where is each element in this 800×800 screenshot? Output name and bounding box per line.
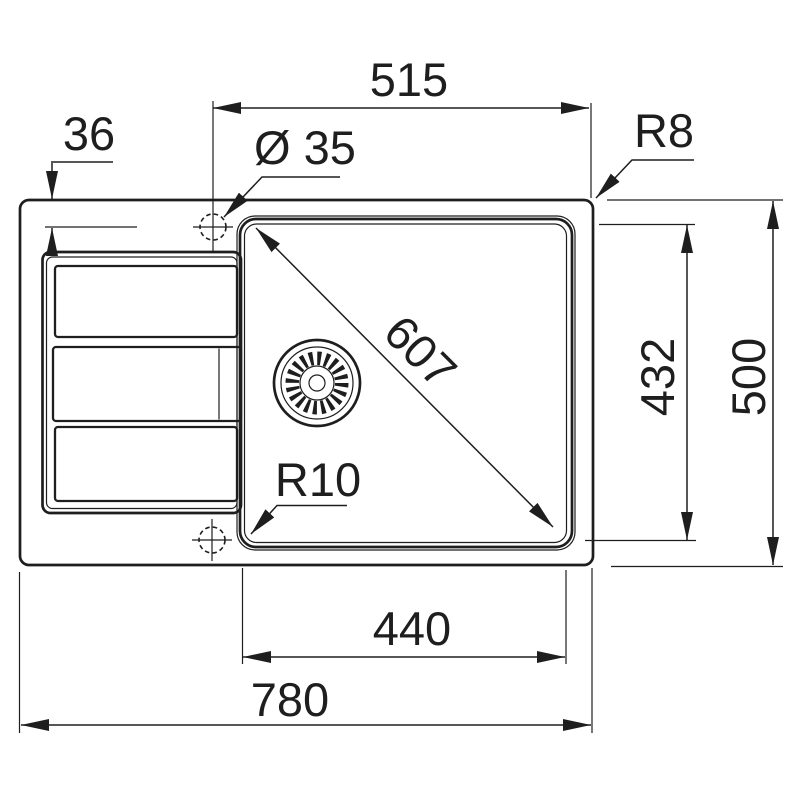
dim-r8-label: R8 xyxy=(634,104,694,157)
dim-440-label: 440 xyxy=(373,602,451,655)
dim-500-label: 500 xyxy=(722,338,775,416)
dim-36-label: 36 xyxy=(63,107,115,160)
dimension-515: 515 xyxy=(213,53,592,198)
dim-515-label: 515 xyxy=(370,53,448,106)
dimension-500: 500 xyxy=(607,199,783,568)
drain-strainer xyxy=(272,338,362,428)
dimension-36: 36 xyxy=(45,107,137,256)
dimension-r10: R10 xyxy=(250,453,361,535)
dimension-440: 440 xyxy=(241,568,567,664)
dimension-780: 780 xyxy=(18,568,593,733)
tap-hole-bottom xyxy=(192,519,232,561)
tap-hole-top xyxy=(193,101,233,252)
main-bowl xyxy=(236,215,576,551)
dim-607-label: 607 xyxy=(374,305,467,398)
dim-r10-label: R10 xyxy=(275,453,361,506)
dim-780-label: 780 xyxy=(251,673,329,726)
drainboard-groove-bottom xyxy=(53,425,239,503)
dim-dia35-label: Ø 35 xyxy=(254,121,356,174)
dim-432-label: 432 xyxy=(631,338,684,416)
dimension-dia35: Ø 35 xyxy=(223,121,356,218)
drainboard xyxy=(41,250,243,515)
dimension-432: 432 xyxy=(585,223,696,542)
drainboard-groove-top xyxy=(53,264,239,339)
dimension-r8: R8 xyxy=(595,104,694,199)
drainboard-groove-middle xyxy=(51,345,243,423)
sink-outline xyxy=(18,198,595,567)
